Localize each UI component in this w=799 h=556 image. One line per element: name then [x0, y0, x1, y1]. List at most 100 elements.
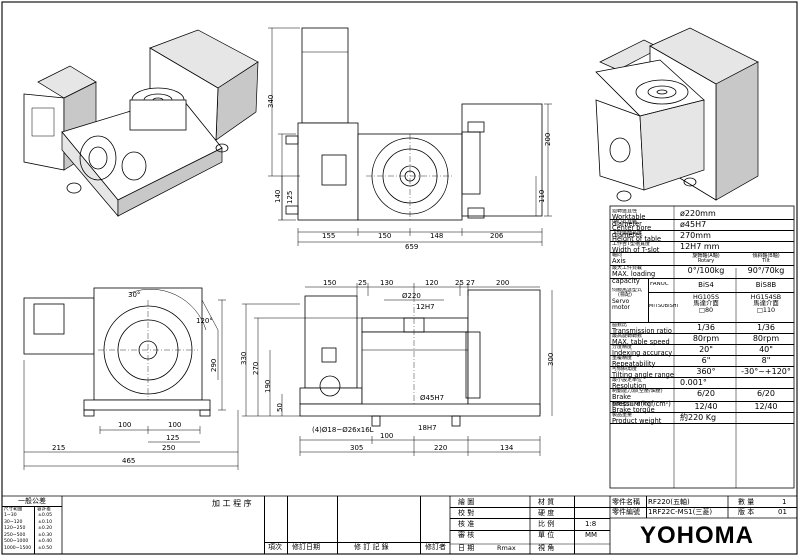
label-unit: 單 位 — [538, 531, 555, 539]
spec-label-en: Indexing accuracy — [612, 348, 673, 357]
tolerance-title: 一般公差 — [18, 497, 46, 505]
spec-label-en: Repeatability — [612, 359, 656, 368]
dim-330: 330 — [240, 351, 248, 365]
dim-305: 305 — [350, 444, 364, 452]
servo-mitsu: MITSUBISHI — [649, 304, 678, 309]
spec-value-1: 12H7 mm — [680, 242, 720, 251]
spec-value-2: 6/20 — [757, 389, 775, 398]
spec-label-zh: 製品重量 — [612, 412, 633, 418]
label-scale: 比 例 — [538, 520, 555, 528]
value-part-no: 1RF22C-MS1(三菱) — [648, 508, 713, 516]
label-ver: 版 本 — [738, 508, 755, 516]
tolerance-range: 1~30 — [4, 513, 17, 518]
dim-f150: 150 — [323, 279, 337, 287]
spec-table-frame — [609, 205, 795, 489]
spec-label-en: Transmission ratio — [612, 326, 672, 335]
dim-215: 215 — [52, 444, 66, 452]
process-col3: 修 訂 記 錄 — [354, 543, 389, 551]
spec-label-zh: 工作台T型槽寬度 — [612, 241, 651, 247]
label-material: 材 質 — [538, 498, 555, 506]
spec-value-1: 270mm — [680, 231, 711, 240]
spec-value-1: ø45H7 — [680, 220, 707, 229]
tolerance-dev: ±0.30 — [38, 532, 53, 538]
dim-155: 155 — [322, 232, 336, 240]
dim-f25b: 25 — [455, 279, 464, 287]
angle-30: 30° — [128, 291, 141, 299]
dim-18h7: 18H7 — [418, 424, 437, 432]
dim-f25a: 25 — [358, 279, 367, 287]
iso-view-left — [23, 29, 259, 217]
spec-label-en: Resolution — [612, 381, 647, 390]
label-view: 視 角 — [538, 544, 555, 552]
dim-148: 148 — [430, 232, 444, 240]
spec-value-1: 0°/100kg — [687, 266, 725, 275]
value-unit: MM — [585, 531, 598, 539]
label-hardness: 硬 度 — [538, 509, 555, 517]
tolerance-dev: ±0.40 — [38, 539, 53, 545]
iso-view-right — [595, 27, 759, 202]
spec-label-en: Brake pressure(kgf/cm²) — [612, 392, 671, 408]
spec-value-2: 90°/70kg — [747, 266, 785, 275]
dim-125-left: 125 — [166, 434, 180, 442]
spec-value-2: 80rpm — [752, 334, 780, 343]
spec-value-1: 0.001° — [680, 378, 707, 387]
spec-label-en: MAX. table speed — [612, 337, 670, 346]
spec-label-zh: 制動能力源(空壓/油壓) — [612, 388, 663, 394]
process-divider — [264, 496, 265, 554]
spec-label-en: Width of T-slot — [612, 245, 660, 254]
front-view — [242, 283, 553, 456]
side-view-left — [23, 287, 239, 470]
dim-150: 150 — [378, 232, 392, 240]
spec-label-zh: 制動扭力(Kg*m) — [612, 401, 650, 407]
spec-label-zh: 中心孔直徑 — [612, 219, 638, 225]
servo-fanuc-v2: BiS8B — [755, 281, 777, 289]
servo-zh2: (標配) — [618, 292, 632, 299]
dim-270: 270 — [252, 361, 260, 375]
dim-200: 200 — [544, 132, 552, 146]
dim-50: 50 — [276, 403, 284, 412]
dim-140: 140 — [274, 189, 282, 203]
spec-label-zh: 軸向 — [612, 252, 623, 258]
label-review: 審 核 — [458, 531, 475, 539]
spec-label-zh: 最高旋轉轉數 — [612, 333, 643, 339]
dim-100a: 100 — [118, 421, 132, 429]
spec-value-1: 1/36 — [697, 323, 715, 332]
spec-value-1: 360° — [696, 367, 716, 376]
tolerance-range: 1000~1500 — [4, 546, 32, 551]
tolerance-range: 250~500 — [4, 532, 26, 538]
servo-en: Servo motor — [612, 297, 631, 311]
spec-value-1: 80rpm — [692, 334, 720, 343]
spec-label-zh: 工作盤面高度 — [612, 230, 643, 236]
dim-290: 290 — [210, 358, 218, 372]
spec-value-1: ø220mm — [680, 209, 716, 218]
process-col2: 修訂日期 — [292, 543, 320, 551]
spec-value-1: 6" — [701, 356, 711, 365]
spec-value-2: 1/36 — [757, 323, 775, 332]
spec-value-1: 12/40 — [694, 402, 718, 411]
dim-300: 300 — [547, 352, 555, 366]
dim-f100: 100 — [380, 432, 394, 440]
spec-label-en: Tilting angle range — [612, 370, 674, 379]
spec-label-en: Center bore diameter — [612, 223, 652, 239]
dim-f27: 27 — [466, 279, 475, 287]
dim-dia220: Ø220 — [402, 292, 421, 300]
spec-label-zh: 最大工件負載 — [612, 265, 643, 271]
tolerance-dev: ±0.20 — [38, 526, 53, 532]
spec-label-zh: 重覆精度 — [612, 355, 633, 361]
spec-label-en: Worktable diameter — [612, 212, 646, 228]
spec-label-zh: 可傾斜角度 — [612, 366, 638, 372]
spec-value-2: -30°~+120° — [741, 367, 791, 376]
dim-220: 220 — [434, 444, 448, 452]
servo-mitsu-v2: HG154SB 馬達介面 □110 — [750, 293, 782, 314]
label-rmax: Rmax — [497, 544, 516, 552]
label-part-name: 零件名稱 — [612, 498, 640, 506]
label-qty: 數 量 — [738, 498, 755, 506]
spec-value-2: 傾斜軸(B軸) Tilt — [752, 253, 780, 264]
dim-bolt: (4)Ø18~Ø26x16L — [312, 426, 374, 434]
process-col1: 項次 — [268, 543, 282, 551]
dim-659: 659 — [405, 243, 419, 251]
process-col4: 修訂者 — [425, 543, 446, 551]
